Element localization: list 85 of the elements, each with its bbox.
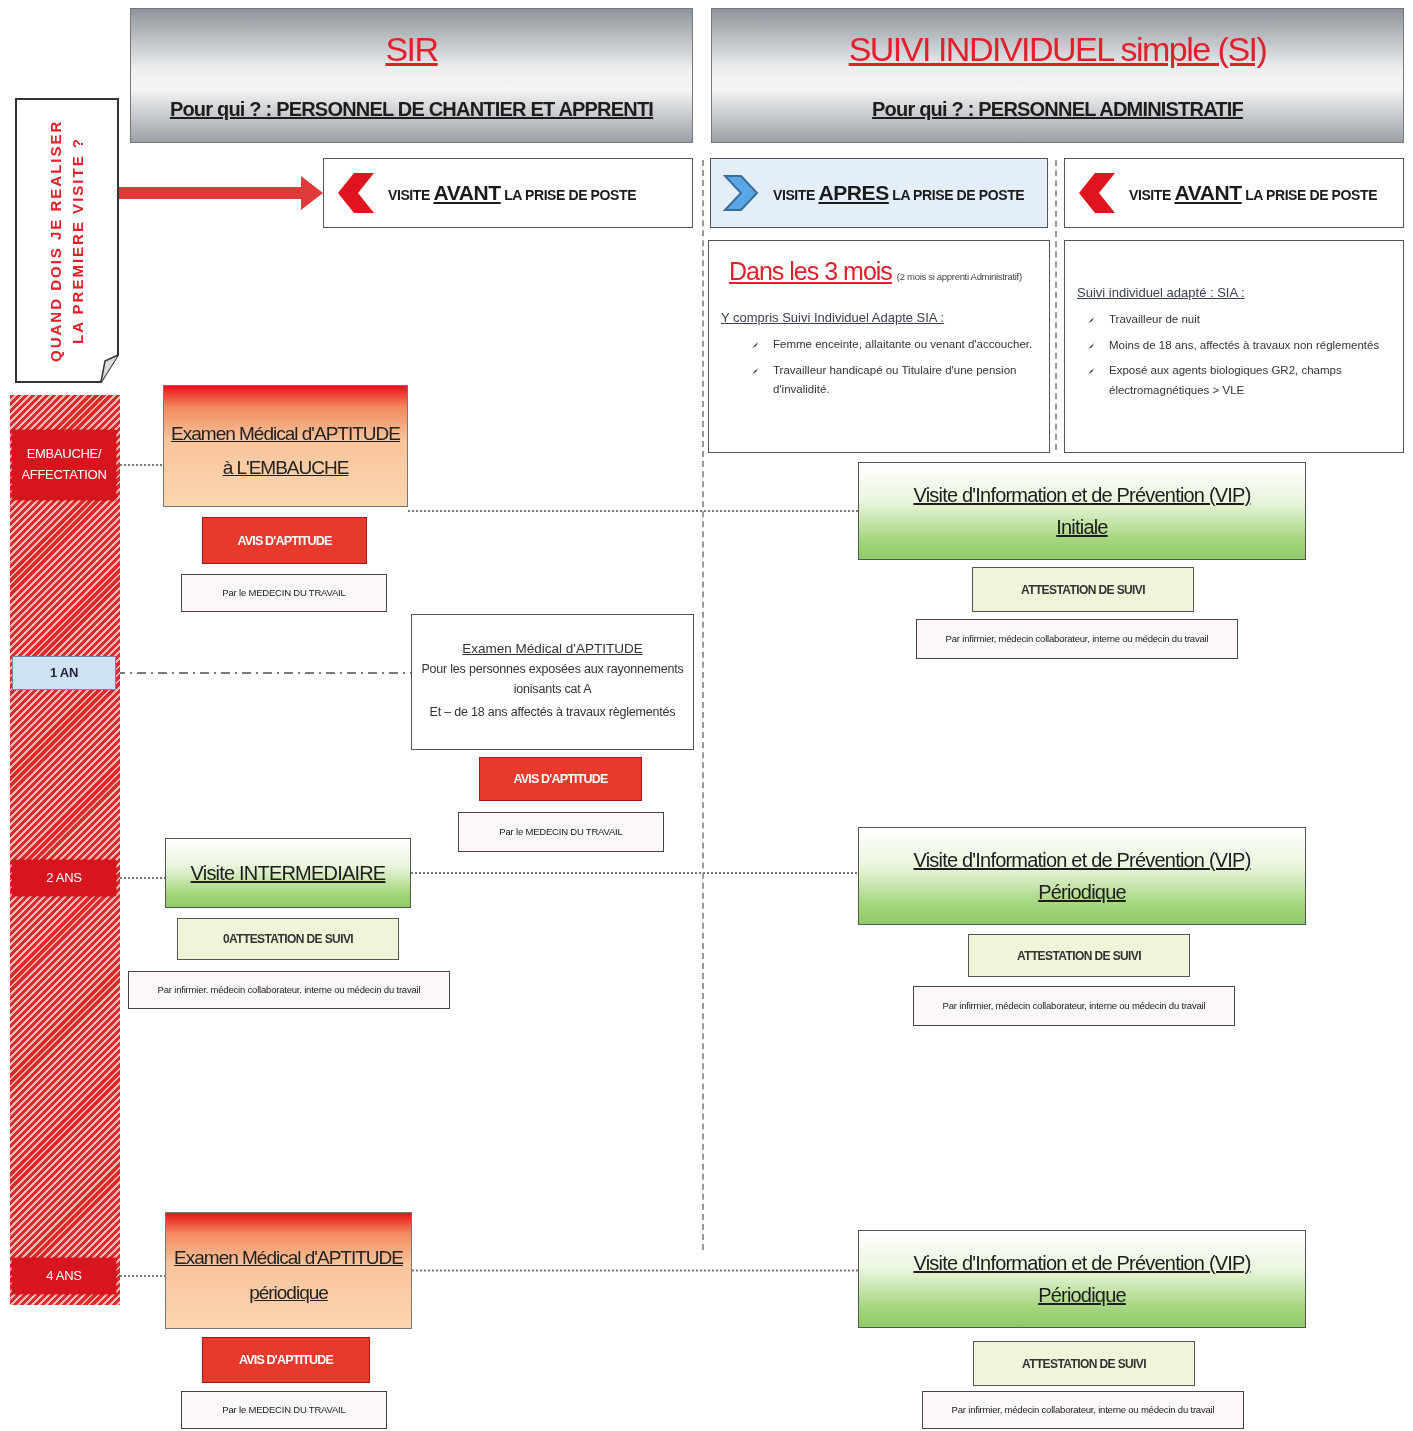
certificate-box (177, 918, 399, 960)
exam-title: Examen Médical d'APTITUDE à L'EMBAUCHE (170, 421, 401, 480)
header-title: SUIVI INDIVIDUEL simple (SI) (848, 29, 1267, 69)
visit-title: Visite d'Information et de Prévention (VIP) (913, 483, 1251, 508)
list-item: Travailleur handicapé ou Titulaire d'une pension d'invalidité. (773, 362, 1018, 398)
certificate-text: ATTESTATION DE SUIVI (1022, 1356, 1146, 1371)
list-heading: Y compris Suivi Individuel Adapte SIA : (721, 310, 946, 325)
list-item: Moins de 18 ans, affectés à travaux non réglementés (1109, 337, 1380, 353)
visit-timing-banner (323, 158, 693, 228)
header-subtitle: Pour qui ? : PERSONNEL DE CHANTIER ET APPRENTI (169, 98, 654, 122)
exam-description: Et – de 18 ans affectés à travaux règlementés (429, 704, 676, 722)
visit-type: Initiale (1056, 515, 1108, 540)
list-item: Exposé aux agents biologiques GR2, champs électromagnétiques > VLE (1109, 363, 1343, 398)
arrow (119, 176, 323, 210)
practitioner-box (128, 971, 450, 1009)
outcome-tag (202, 1337, 370, 1383)
deadline-text: Dans les 3 mois (729, 257, 892, 286)
timeline-marker (12, 1258, 116, 1294)
certificate-box (968, 934, 1190, 977)
info-panel (1064, 240, 1404, 453)
exam-box (165, 1212, 412, 1329)
visit-timing-banner (710, 158, 1048, 228)
outcome-text: AVIS D'APTITUDE (237, 533, 332, 548)
list-heading: Suivi individuel adapté : SIA : (1077, 285, 1246, 300)
outcome-tag (202, 517, 367, 564)
timeline-bar (10, 395, 120, 1305)
practitioner-box (913, 986, 1235, 1026)
practitioner-text: Par le MEDECIN DU TRAVAIL (222, 587, 346, 599)
certificate-text: ATTESTATION DE SUIVI (1021, 582, 1145, 597)
section-header (130, 8, 693, 143)
connector-line (407, 510, 859, 512)
deadline-note: (2 mois si apprenti Administratif) (896, 271, 1022, 282)
visit-type: Périodique (1038, 880, 1126, 905)
exam-title: Examen Médical d'APTITUDE périodique (173, 1246, 404, 1305)
practitioner-box (181, 1391, 387, 1429)
timeline-marker (12, 656, 116, 690)
timeline-marker (12, 430, 116, 500)
exam-description: Pour les personnes exposées aux rayonnements ionisants cat A (420, 661, 685, 698)
outcome-text: AVIS D'APTITUDE (513, 772, 608, 786)
question-note (15, 98, 119, 383)
connector-line (411, 1269, 859, 1272)
visit-type: Périodique (1038, 1283, 1126, 1308)
visit-timing-banner (1064, 158, 1404, 228)
visit-box (858, 827, 1306, 925)
info-panel (708, 240, 1050, 453)
practitioner-box (181, 574, 387, 612)
list-item: Femme enceinte, allaitante ou venant d'accoucher. (773, 337, 1033, 352)
outcome-text: AVIS D'APTITUDE (238, 1353, 334, 1367)
certificate-box (973, 1341, 1195, 1386)
visit-title: Visite d'Information et de Prévention (VIP) (913, 848, 1251, 873)
practitioner-text: Par infirmier, médecin collaborateur, interne ou médecin du travail (942, 1000, 1206, 1012)
visit-box (858, 462, 1306, 560)
practitioner-text: Par infirmier, médecin collaborateur, interne ou médecin du travail (951, 1404, 1215, 1416)
visit-title: Visite INTERMEDIAIRE (190, 861, 386, 886)
outcome-tag (479, 757, 642, 801)
marker-text: 1 AN (50, 663, 78, 682)
exam-box (411, 614, 694, 750)
timeline-marker (12, 860, 116, 896)
practitioner-box (916, 619, 1238, 659)
marker-text: 2 ANS (46, 868, 82, 887)
visit-box (858, 1230, 1306, 1328)
practitioner-text: Par le MEDECIN DU TRAVAIL (499, 826, 623, 838)
practitioner-box (458, 812, 664, 852)
practitioner-text: Par infirmier, médecin collaborateur, interne ou médecin du travail (945, 633, 1209, 645)
connector-line (410, 872, 859, 874)
banner-text: VISITE AVANT LA PRISE DE POSTE (1129, 181, 1378, 205)
banner-text: VISITE AVANT LA PRISE DE POSTE (388, 181, 637, 205)
exam-box (163, 385, 408, 507)
list-item: Travailleur de nuit (1109, 312, 1200, 327)
certificate-box (972, 567, 1194, 612)
banner-text: VISITE APRES LA PRISE DE POSTE (773, 181, 1025, 205)
practitioner-text: Par infirmier. médecin collaborateur. interne ou médecin du travail (157, 984, 421, 996)
section-header (711, 8, 1404, 143)
marker-text: 4 ANS (46, 1266, 82, 1285)
header-subtitle: Pour qui ? : PERSONNEL ADMINISTRATIF (872, 98, 1243, 122)
certificate-text: 0ATTESTATION DE SUIVI (222, 932, 354, 946)
practitioner-text: Par le MEDECIN DU TRAVAIL (222, 1404, 346, 1416)
visit-title: Visite d'Information et de Prévention (VIP) (913, 1251, 1251, 1276)
certificate-text: ATTESTATION DE SUIVI (1017, 948, 1141, 963)
header-title: SIR (385, 29, 438, 69)
exam-title: Examen Médical d'APTITUDE (462, 641, 643, 657)
marker-text: EMBAUCHE/ AFFECTATION (20, 445, 108, 484)
practitioner-box (922, 1391, 1244, 1429)
question-text: QUAND DOIS JE REALISER LA PREMIERE VISITE ? (46, 118, 87, 364)
visit-box (165, 838, 411, 908)
